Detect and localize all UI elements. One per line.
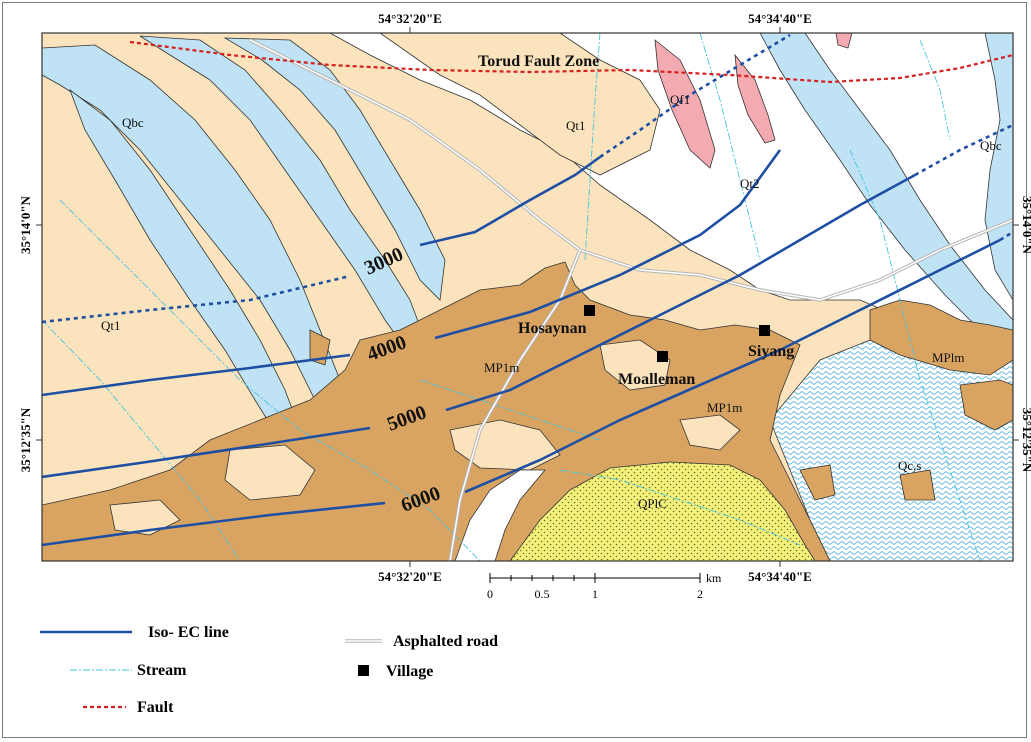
scale-bar: 0 0.5 1 2 km — [487, 571, 722, 601]
legend-label-fault: Fault — [137, 699, 174, 716]
label-qbc-right: Qbc — [980, 138, 1002, 153]
legend-swatch-village — [358, 665, 369, 676]
iso-ec-lines — [42, 33, 1013, 547]
village-label-moalleman: Moalleman — [618, 371, 695, 388]
legend-label-iso-ec: Iso- EC line — [148, 624, 229, 641]
scale-tick-2: 2 — [697, 587, 703, 601]
scale-unit: km — [706, 571, 722, 585]
label-qt1-left: Qt1 — [101, 318, 121, 333]
label-qbc-left: Qbc — [122, 115, 144, 130]
label-qplc: QPlC — [638, 496, 667, 511]
asphalted-road — [249, 38, 1013, 561]
map-area: Qbc Qt1 Qf1 Qt2 Qbc Qt1 MP1m MP1m MPlm Q… — [42, 33, 1013, 561]
scale-tick-0: 0 — [487, 587, 493, 601]
unit-white-wash — [454, 469, 546, 561]
coord-bottom-right: 54°34'40"E — [748, 569, 812, 584]
streams — [42, 33, 981, 561]
label-qt2: Qt2 — [740, 176, 760, 191]
coord-right-upper: 35°14'0"N — [1020, 196, 1031, 255]
fault-zone-label: Torud Fault Zone — [478, 53, 599, 70]
village-marker-moalleman — [657, 351, 668, 362]
label-qcs: Qc,s — [898, 458, 921, 473]
label-mp1m-lower: MP1m — [707, 400, 742, 415]
scale-tick-0-5: 0.5 — [535, 587, 550, 601]
coord-top-right: 54°34'40"E — [748, 11, 812, 26]
coord-bottom-left: 54°32'20"E — [378, 569, 442, 584]
legend-label-village: Village — [386, 663, 433, 680]
scale-tick-1: 1 — [592, 587, 598, 601]
village-label-hosaynan: Hosaynan — [518, 320, 587, 337]
map-border — [41, 32, 1014, 562]
label-mp1m-center: MP1m — [484, 360, 519, 375]
villages — [584, 305, 770, 362]
graticule-ticks — [36, 27, 1019, 567]
village-label-siyang: Siyang — [748, 343, 794, 360]
unit-qt1-top-area — [379, 33, 661, 176]
legend-label-stream: Stream — [137, 662, 187, 679]
legend: Iso- EC line Stream Fault Asphalted road… — [40, 624, 498, 716]
legend-label-road: Asphalted road — [393, 633, 498, 650]
coord-right-lower: 35°12'35"N — [1020, 408, 1031, 473]
fault-line — [129, 40, 1013, 84]
unit-qplc-area — [509, 461, 816, 561]
coord-left-upper: 35°14'0"N — [18, 195, 33, 254]
label-mplm-right: MPlm — [932, 350, 965, 365]
coord-top-left: 54°32'20"E — [378, 11, 442, 26]
label-qt1-top: Qt1 — [566, 118, 586, 133]
coord-left-lower: 35°12'35"N — [18, 407, 33, 472]
label-qf1: Qf1 — [670, 92, 690, 107]
village-marker-siyang — [759, 325, 770, 336]
unit-qcs-area — [769, 339, 1013, 561]
unit-qbc-channels — [42, 33, 1013, 441]
village-marker-hosaynan — [584, 305, 595, 316]
